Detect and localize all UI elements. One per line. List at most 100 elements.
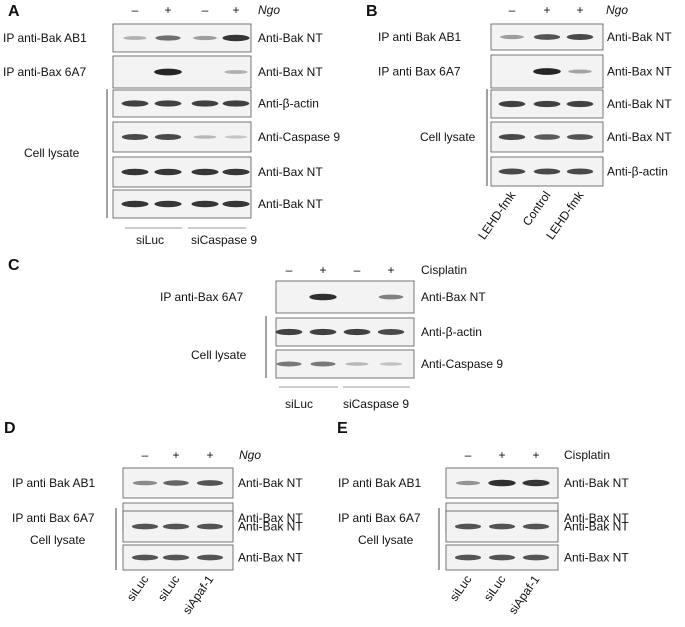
ip-label: IP anti-Bax 6A7 — [3, 65, 86, 79]
treatment-label: Ngo — [606, 3, 628, 17]
blot-row: Anti-Caspase 9 — [275, 349, 503, 379]
lane-condition-label: siLuc — [447, 573, 475, 604]
band — [222, 168, 250, 176]
ip-label: IP anti Bax 6A7 — [378, 65, 461, 79]
antibody-label: Anti-Bak NT — [607, 30, 672, 44]
treatment-label: Ngo — [258, 3, 280, 17]
band — [154, 168, 182, 176]
lane-sign: + — [387, 263, 394, 277]
band — [196, 554, 224, 561]
antibody-label: Anti-β-actin — [258, 97, 319, 111]
band — [455, 480, 481, 486]
antibody-label: Anti-Bax NT — [564, 511, 629, 525]
lane-sign: + — [498, 448, 505, 462]
band — [224, 135, 248, 139]
group-label: siLuc — [285, 397, 313, 411]
cell-lysate-label: Cell lysate — [24, 146, 80, 160]
blot-row: Anti-β-actin — [112, 89, 319, 118]
band — [222, 34, 250, 42]
band — [498, 168, 526, 175]
band — [222, 200, 250, 208]
cell-lysate-label: Cell lysate — [30, 533, 86, 547]
band — [193, 135, 217, 139]
band — [533, 34, 561, 40]
band — [533, 168, 561, 175]
lane-sign: + — [206, 448, 213, 462]
band — [123, 36, 147, 40]
ip-label: IP anti-Bak AB1 — [3, 31, 87, 45]
ip-label: IP anti Bax 6A7 — [12, 511, 95, 525]
band — [500, 34, 524, 40]
band — [345, 362, 369, 366]
band — [566, 100, 594, 108]
band — [488, 554, 516, 561]
ip-label: IP anti Bak AB1 — [12, 476, 95, 490]
band — [498, 134, 526, 140]
band — [131, 554, 159, 561]
band — [191, 168, 219, 176]
band — [155, 35, 181, 41]
band — [222, 100, 250, 107]
blot-row: Anti-Bax NT — [490, 121, 672, 153]
band — [378, 294, 404, 300]
ip-label: IP anti Bak AB1 — [378, 30, 461, 44]
band — [309, 328, 337, 336]
lane-sign: + — [172, 448, 179, 462]
band — [121, 200, 149, 208]
antibody-label: Anti-Bax NT — [564, 551, 629, 565]
antibody-label: Anti-Caspase 9 — [258, 130, 340, 144]
treatment-label: Cisplatin — [421, 263, 467, 277]
cell-lysate-label: Cell lysate — [420, 130, 476, 144]
lane-condition-label: LEHD-fmk — [475, 188, 519, 242]
lane-sign: – — [286, 263, 293, 277]
lane-sign: + — [543, 3, 550, 17]
blot-row: Anti-β-actin — [275, 317, 482, 347]
band — [498, 100, 526, 108]
band — [488, 523, 516, 530]
lane-sign: + — [164, 3, 171, 17]
band — [196, 480, 224, 486]
band — [566, 134, 594, 140]
band — [566, 34, 594, 40]
band — [121, 134, 149, 140]
blot-row: IP anti Bak AB1 Anti-Bak NT — [378, 23, 672, 51]
band — [154, 68, 182, 76]
band — [121, 100, 149, 107]
band — [163, 480, 189, 486]
blot-row: Anti-Bak NT — [490, 89, 672, 119]
lane-sign: + — [576, 3, 583, 17]
band — [533, 100, 561, 108]
band — [132, 480, 158, 486]
lane-condition-label: siLuc — [155, 573, 183, 604]
band — [522, 479, 550, 487]
antibody-label: Anti-Bak NT — [238, 520, 303, 534]
panel-letter: D — [4, 420, 16, 437]
lane-sign: – — [465, 448, 472, 462]
panel-letter: C — [8, 257, 20, 274]
band — [131, 523, 159, 530]
antibody-label: Anti-β-actin — [607, 165, 668, 179]
antibody-label: Anti-Bax NT — [607, 130, 672, 144]
antibody-label: Anti-Bax NT — [238, 551, 303, 565]
blot-frame — [112, 55, 252, 89]
band — [533, 68, 561, 75]
band — [196, 523, 224, 530]
blot-row: Anti-Bak NT — [122, 510, 303, 543]
band — [454, 554, 482, 561]
blot-row: Anti-Bax NT — [122, 544, 303, 571]
band — [454, 523, 482, 530]
ip-label: IP anti-Bax 6A7 — [160, 290, 243, 304]
band — [379, 362, 403, 366]
cell-lysate-label: Cell lysate — [358, 533, 414, 547]
lane-sign: – — [509, 3, 516, 17]
group-label: siLuc — [136, 233, 164, 247]
blot-row: Anti-Bax NT — [445, 544, 629, 571]
treatment-label: Ngo — [239, 448, 261, 462]
band — [568, 69, 592, 74]
